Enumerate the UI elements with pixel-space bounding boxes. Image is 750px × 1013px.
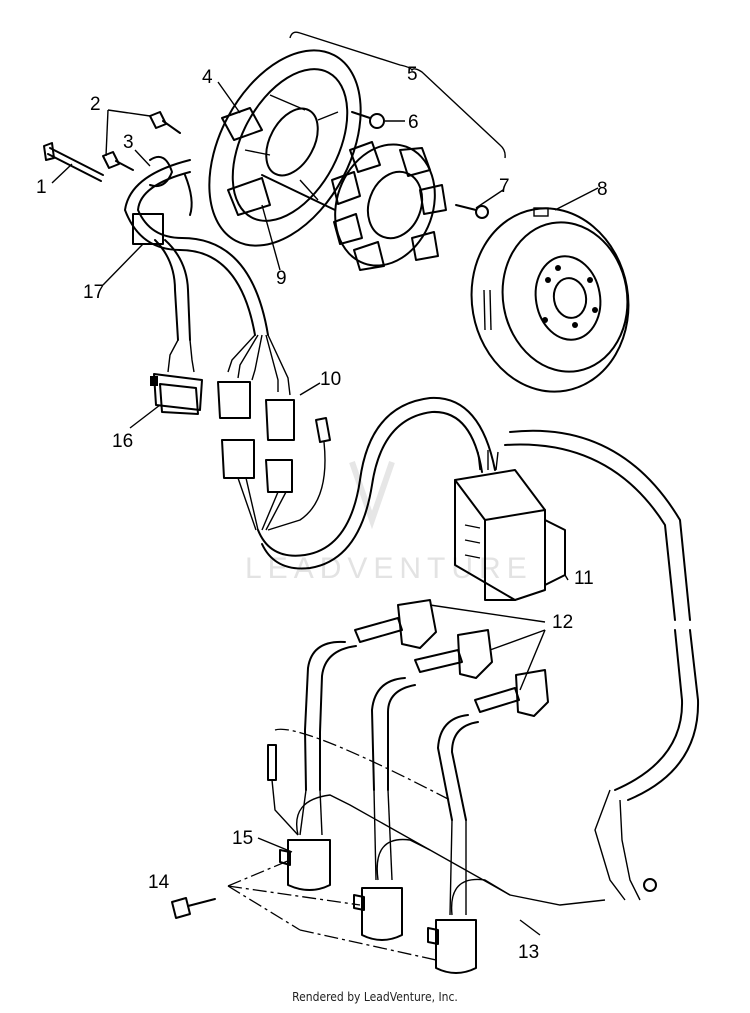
- stator-coil: [261, 141, 447, 271]
- label-15: 15: [232, 828, 253, 849]
- label-10: 10: [320, 369, 341, 390]
- group-bracket: [289, 31, 506, 159]
- part-15-ignition-coils: [279, 789, 477, 974]
- label-1: 1: [36, 177, 47, 198]
- main-harness: [257, 396, 700, 801]
- part-14-bolt: [171, 897, 216, 919]
- part-13-coil-wiring: [267, 744, 657, 916]
- label-16: 16: [112, 431, 133, 452]
- part-11-cdi-box: [454, 450, 566, 601]
- label-7: 7: [499, 176, 510, 197]
- callout-labels: 1 2 3 4 5 6 7 8 9 10 11 12 13 14 15 16 1…: [36, 64, 608, 963]
- part-12-plug-caps: [354, 599, 549, 717]
- label-14: 14: [148, 872, 170, 893]
- label-3: 3: [123, 132, 134, 153]
- label-8: 8: [597, 179, 608, 200]
- label-4: 4: [202, 67, 213, 88]
- label-17: 17: [83, 282, 104, 303]
- part-1-bolt: [43, 142, 104, 182]
- alignment-lines: [227, 728, 451, 961]
- part-8-flywheel: [470, 207, 630, 393]
- stator-plate: [184, 49, 362, 247]
- part-16-connector: [150, 373, 203, 415]
- ht-leads: [304, 640, 479, 821]
- part-6-screw: [351, 111, 385, 129]
- label-5: 5: [407, 64, 418, 85]
- leader-lines: [51, 81, 599, 936]
- part-7-bolt: [455, 204, 489, 219]
- wire-harness: [124, 159, 291, 396]
- label-9: 9: [276, 268, 287, 289]
- part-10-connectors: [217, 381, 331, 531]
- label-13: 13: [518, 942, 539, 963]
- watermark-text: LEADVENTURE: [245, 552, 533, 585]
- part-2-screws: [102, 111, 181, 171]
- label-6: 6: [408, 112, 419, 133]
- label-2: 2: [90, 94, 101, 115]
- label-12: 12: [552, 612, 573, 633]
- label-11: 11: [574, 568, 594, 589]
- footer-credit: Rendered by LeadVenture, Inc.: [292, 990, 458, 1004]
- part-3-clamp: [149, 156, 173, 188]
